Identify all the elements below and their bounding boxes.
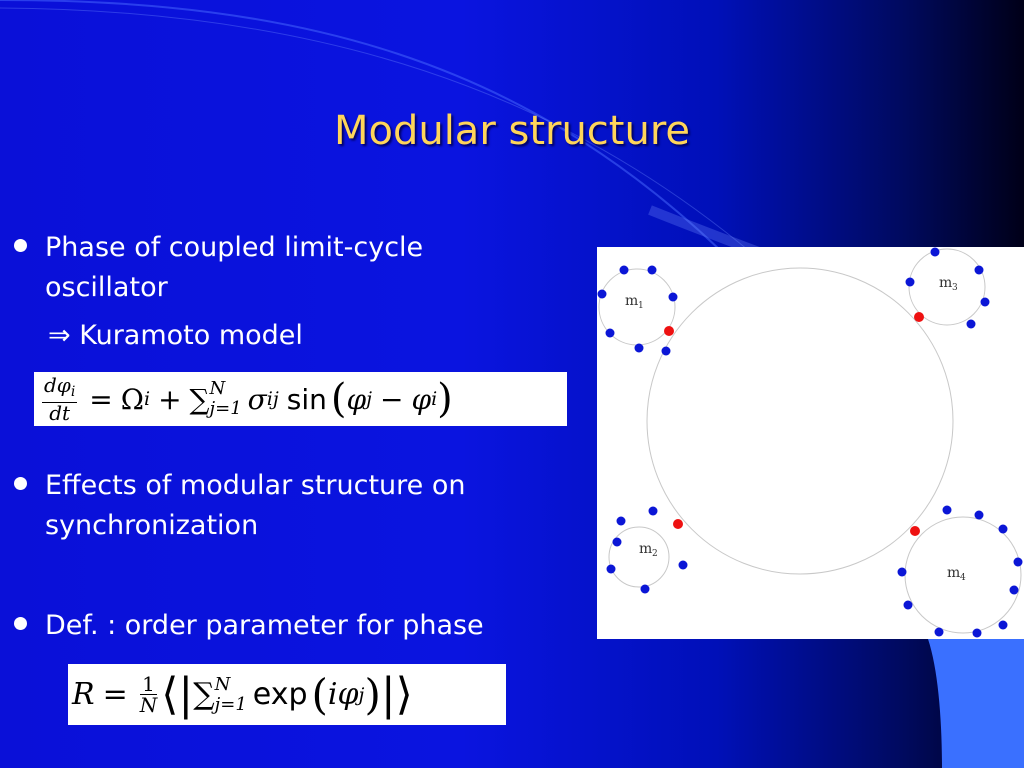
one-over-n-fraction: 1 N	[139, 672, 158, 717]
module-label-1: m	[625, 293, 638, 309]
module-ring-2	[608, 526, 670, 588]
decorative-bar	[928, 639, 1024, 768]
module-4-node-1	[942, 505, 952, 515]
module-4-connector-node	[910, 526, 920, 536]
module-4-node-8	[934, 627, 944, 637]
module-1-node-7	[661, 346, 671, 356]
module-2-connector-node	[673, 519, 683, 529]
module-2-node-3	[606, 564, 616, 574]
central-ring	[646, 267, 954, 575]
implies-arrow-icon: ⇒	[48, 320, 71, 351]
module-3-node-2	[905, 277, 915, 287]
module-2-node-5	[612, 537, 622, 547]
module-ring-3	[908, 248, 986, 326]
module-4-node-6	[998, 620, 1008, 630]
module-label-sub-3: 3	[952, 283, 958, 293]
module-4-node-5	[1009, 585, 1019, 595]
kuramoto-line: ⇒ Kuramoto model	[48, 320, 303, 351]
module-4-node-3	[998, 524, 1008, 534]
module-4-node-7	[972, 628, 982, 638]
module-3-node-3	[974, 265, 984, 275]
module-1-node-1	[619, 265, 629, 275]
module-label-sub-1: 1	[638, 301, 644, 311]
bullet-dot-icon	[14, 617, 27, 630]
module-4-node-4	[1013, 557, 1023, 567]
module-label-2: m	[639, 541, 652, 557]
module-1-node-2	[647, 265, 657, 275]
module-3-node-1	[930, 247, 940, 257]
bullet-3: Def. : order parameter for phase	[14, 606, 484, 646]
module-2-node-2	[648, 506, 658, 516]
module-1-connector-node	[664, 326, 674, 336]
derivative-fraction: dφi dt	[42, 373, 78, 425]
module-label-3: m	[939, 275, 952, 291]
module-3-node-5	[966, 319, 976, 329]
module-2-node-4	[678, 560, 688, 570]
module-4-node-2	[974, 510, 984, 520]
slide-title: Modular structure	[333, 108, 691, 154]
module-3-connector-node	[914, 312, 924, 322]
module-2-node-6	[640, 584, 650, 594]
module-label-sub-4: 4	[960, 573, 966, 583]
module-2-node-1	[616, 516, 626, 526]
module-3-node-4	[980, 297, 990, 307]
module-label-sub-2: 2	[652, 549, 658, 559]
bullet-dot-icon	[14, 239, 27, 252]
module-1-node-5	[605, 328, 615, 338]
bullet-3-text: Def. : order parameter for phase	[45, 610, 484, 641]
module-1-node-4	[668, 292, 678, 302]
bullet-dot-icon	[14, 477, 27, 490]
module-4-node-10	[897, 567, 907, 577]
module-label-4: m	[947, 565, 960, 581]
module-1-node-3	[597, 289, 607, 299]
kuramoto-label: Kuramoto model	[79, 320, 303, 351]
module-1-node-6	[634, 343, 644, 353]
module-4-node-9	[903, 600, 913, 610]
